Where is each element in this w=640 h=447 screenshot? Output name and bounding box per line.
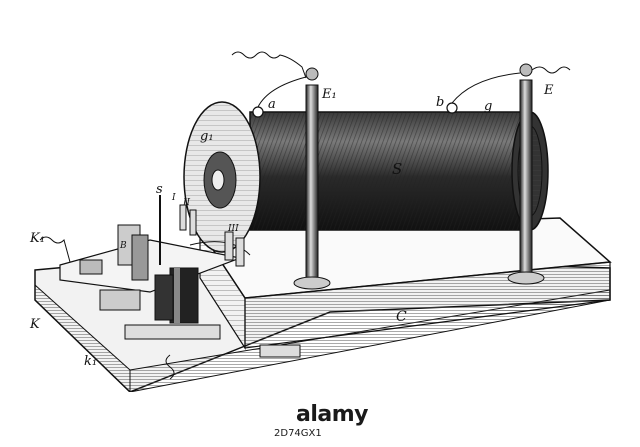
stock-logo: alamy [296,402,369,427]
stock-band [0,392,640,447]
label-e: E [544,83,554,98]
label-k1-lower: k₁ [84,354,98,369]
label-s-lever: s [156,182,163,197]
label-e1: E₁ [322,87,337,102]
label-ii: II [183,198,191,208]
terminal-pole-right [507,63,545,285]
label-b: b [436,95,445,110]
label-b-interrupter: B [120,241,127,251]
label-c: C [396,309,407,325]
label-s-coil: S [392,160,403,178]
terminal-pole-left [293,67,331,290]
interrupter-apparatus [59,195,245,340]
end-plate-left [183,101,261,253]
label-i: I [172,193,176,203]
terminal-b [446,102,458,114]
stock-image-id: 2D74GX1 [274,428,322,439]
terminal-a [252,106,264,118]
label-iii: III [228,224,239,234]
label-k1-upper: K₁ [30,231,45,246]
label-k-upper: K [30,317,40,332]
label-g1: g₁ [200,129,214,144]
label-g: g [484,99,493,114]
label-a: a [268,97,276,112]
